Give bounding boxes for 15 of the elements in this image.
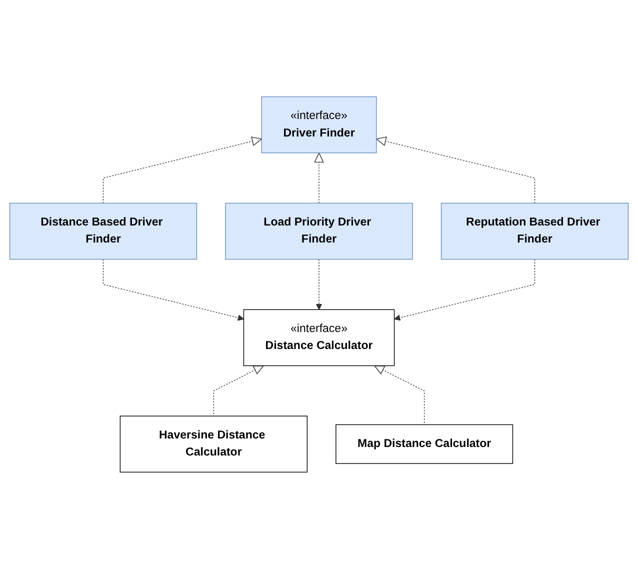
node-box: «interface» Distance Calculator	[243, 308, 395, 366]
node-box: «interface» Driver Finder	[261, 96, 377, 153]
arrow	[314, 152, 324, 204]
node-box: Haversine Distance Calculator	[120, 415, 308, 472]
node-box: Distance Based Driver Finder	[9, 202, 198, 260]
arrow	[102, 136, 262, 204]
arrow	[213, 364, 264, 416]
arrow	[102, 258, 244, 320]
arrow	[316, 258, 322, 310]
node-box: Reputation Based Driver Finder	[440, 202, 629, 260]
arrow	[374, 364, 425, 425]
node-box: Load Priority Driver Finder	[225, 202, 413, 260]
arrow	[376, 136, 536, 204]
arrow	[394, 258, 536, 320]
node-box: Map Distance Calculator	[336, 424, 514, 464]
